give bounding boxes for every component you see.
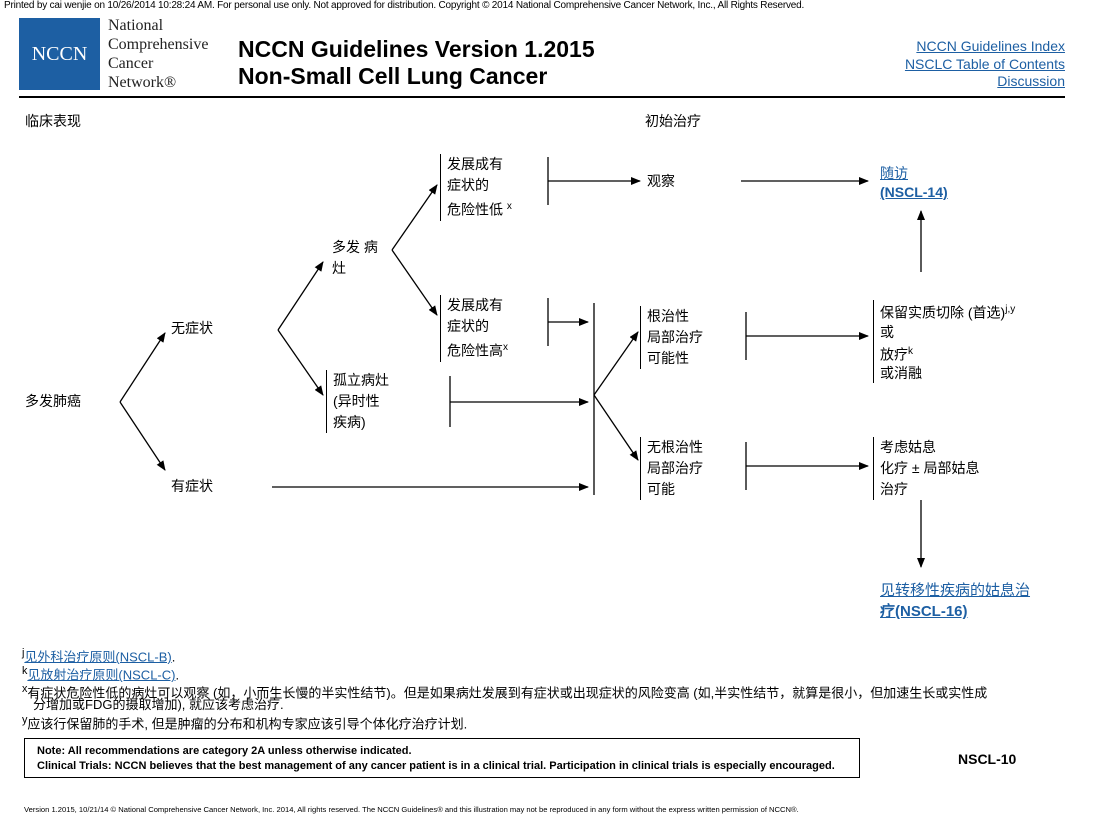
- multifocal-line-1: 多发 病: [332, 239, 378, 255]
- surgery-line-3: 放疗k: [880, 342, 1015, 365]
- footnote-x: x有症状危险性低的病灶可以观察 (如，小而生长慢的半实性结节)。但是如果病灶发展…: [22, 682, 987, 700]
- multifocal-lesion-node: 多发 病 灶: [332, 237, 378, 279]
- section-initial-treatment: 初始治疗: [645, 113, 701, 129]
- note-category: Note: All recommendations are category 2…: [37, 745, 412, 757]
- palliative-line-3: 治疗: [880, 481, 908, 497]
- multiple-lung-cancer-node: 多发肺癌: [25, 393, 81, 409]
- high-risk-node: 发展成有 症状的 危险性高x: [440, 295, 508, 362]
- surgery-line-4: 或消融: [880, 365, 922, 382]
- surgery-line-1: 保留实质切除 (首选)j,y: [880, 300, 1015, 323]
- multifocal-line-2: 灶: [332, 260, 346, 276]
- low-risk-line-2: 症状的: [447, 177, 489, 193]
- footnote-y-text: 应该行保留肺的手术, 但是肿瘤的分布和机构专家应该引导个体化疗治疗计划.: [27, 716, 468, 732]
- footnote-j-tail: .: [171, 649, 176, 665]
- noncurative-line-2: 局部治疗: [647, 460, 703, 476]
- nccn-logo: NCCN: [19, 18, 100, 90]
- footnote-jy-marker: j,y: [1005, 304, 1016, 315]
- surgery-line-1-text: 保留实质切除 (首选): [880, 304, 1006, 321]
- radiation-principles-link[interactable]: 见放射治疗原则(NSCL-C): [27, 667, 176, 683]
- sublobar-resection-node: 保留实质切除 (首选)j,y 或 放疗k 或消融: [873, 300, 1015, 384]
- low-risk-line-3: 危险性低 x: [447, 196, 512, 221]
- footnote-x-text: 有症状危险性低的病灶可以观察 (如，小而生长慢的半实性结节)。但是如果病灶发展到…: [27, 685, 988, 701]
- copyright-footer: Version 1.2015, 10/21/14 © National Comp…: [24, 805, 799, 814]
- footnote-y: y应该行保留肺的手术, 但是肿瘤的分布和机构专家应该引导个体化疗治疗计划.: [22, 713, 467, 731]
- page-subtitle: Non-Small Cell Lung Cancer: [238, 63, 548, 89]
- low-risk-line-1: 发展成有: [447, 156, 503, 172]
- surgical-principles-link[interactable]: 见外科治疗原则(NSCL-B): [24, 649, 172, 665]
- solitary-line-1: 孤立病灶: [333, 372, 389, 388]
- high-risk-line-3: 危险性高x: [447, 337, 508, 362]
- solitary-lesion-node: 孤立病灶 (异时性 疾病): [326, 370, 389, 433]
- page-id: NSCL-10: [958, 751, 1017, 767]
- footnote-x-marker: x: [506, 201, 512, 212]
- asymptomatic-node: 无症状: [171, 320, 213, 336]
- footnote-j: j见外科治疗原则(NSCL-B).: [22, 646, 175, 664]
- high-risk-line-2: 症状的: [447, 318, 489, 334]
- organization-name: National Comprehensive Cancer Network®: [108, 17, 209, 91]
- footnote-j-mark: j: [22, 647, 25, 659]
- noncurative-local-therapy-node: 无根治性 局部治疗 可能: [640, 437, 703, 500]
- metastatic-link-line-1[interactable]: 见转移性疾病的姑息治: [880, 582, 1031, 599]
- footnote-x-mark: x: [22, 683, 28, 695]
- section-clinical-presentation: 临床表现: [25, 113, 81, 129]
- surgery-line-2: 或: [880, 323, 894, 340]
- solitary-line-2: (异时性: [333, 393, 380, 409]
- noncurative-line-1: 无根治性: [647, 439, 703, 455]
- solitary-line-3: 疾病): [333, 414, 366, 430]
- footnote-y-mark: y: [22, 714, 28, 726]
- footnote-x-marker: x: [503, 342, 508, 353]
- curative-line-1: 根治性: [647, 308, 689, 324]
- footnote-k-mark: k: [22, 665, 28, 677]
- metastatic-disease-node: 见转移性疾病的姑息治 疗(NSCL-16): [880, 580, 1030, 622]
- high-risk-line-1: 发展成有: [447, 297, 503, 313]
- curative-line-2: 局部治疗: [647, 329, 703, 345]
- low-risk-node: 发展成有 症状的 危险性低 x: [440, 154, 512, 221]
- low-risk-line-3-text: 危险性低: [447, 201, 503, 218]
- page-title: NCCN Guidelines Version 1.2015: [238, 36, 595, 62]
- footnote-x-continued: 分增加或FDG的摄取增加), 就应该考虑治疗.: [33, 697, 284, 712]
- symptomatic-node: 有症状: [171, 478, 213, 494]
- surgery-line-3-text: 放疗: [880, 346, 908, 363]
- footnote-k-tail: .: [175, 667, 180, 683]
- recommendation-note-box: Note: All recommendations are category 2…: [24, 738, 860, 778]
- palliative-line-1: 考虑姑息: [880, 439, 936, 455]
- guidelines-index-link[interactable]: NCCN Guidelines Index: [916, 38, 1065, 54]
- palliative-line-2: 化疗 ± 局部姑息: [880, 460, 980, 476]
- table-of-contents-link[interactable]: NSCLC Table of Contents: [904, 56, 1065, 72]
- curative-local-therapy-node: 根治性 局部治疗 可能性: [640, 306, 703, 369]
- follow-up-node: 随访 (NSCL-14): [880, 164, 948, 202]
- printed-by-banner: Printed by cai wenjie on 10/26/2014 10:2…: [4, 0, 805, 11]
- note-clinical-trials: Clinical Trials: NCCN believes that the …: [37, 760, 835, 772]
- noncurative-line-3: 可能: [647, 481, 675, 497]
- high-risk-line-3-text: 危险性高: [447, 342, 503, 359]
- logo-text: NCCN: [31, 42, 88, 65]
- footnote-k: k见放射治疗原则(NSCL-C).: [22, 664, 179, 682]
- follow-up-link[interactable]: 随访: [880, 165, 908, 181]
- curative-line-3: 可能性: [647, 350, 689, 366]
- header-divider: [19, 96, 1065, 98]
- footnote-k-marker: k: [908, 345, 913, 357]
- palliative-therapy-node: 考虑姑息 化疗 ± 局部姑息 治疗: [873, 437, 979, 500]
- follow-up-ref-link[interactable]: (NSCL-14): [880, 184, 948, 200]
- discussion-link[interactable]: Discussion: [997, 73, 1065, 89]
- metastatic-link-line-2[interactable]: 疗(NSCL-16): [880, 603, 968, 620]
- observe-node: 观察: [647, 173, 675, 189]
